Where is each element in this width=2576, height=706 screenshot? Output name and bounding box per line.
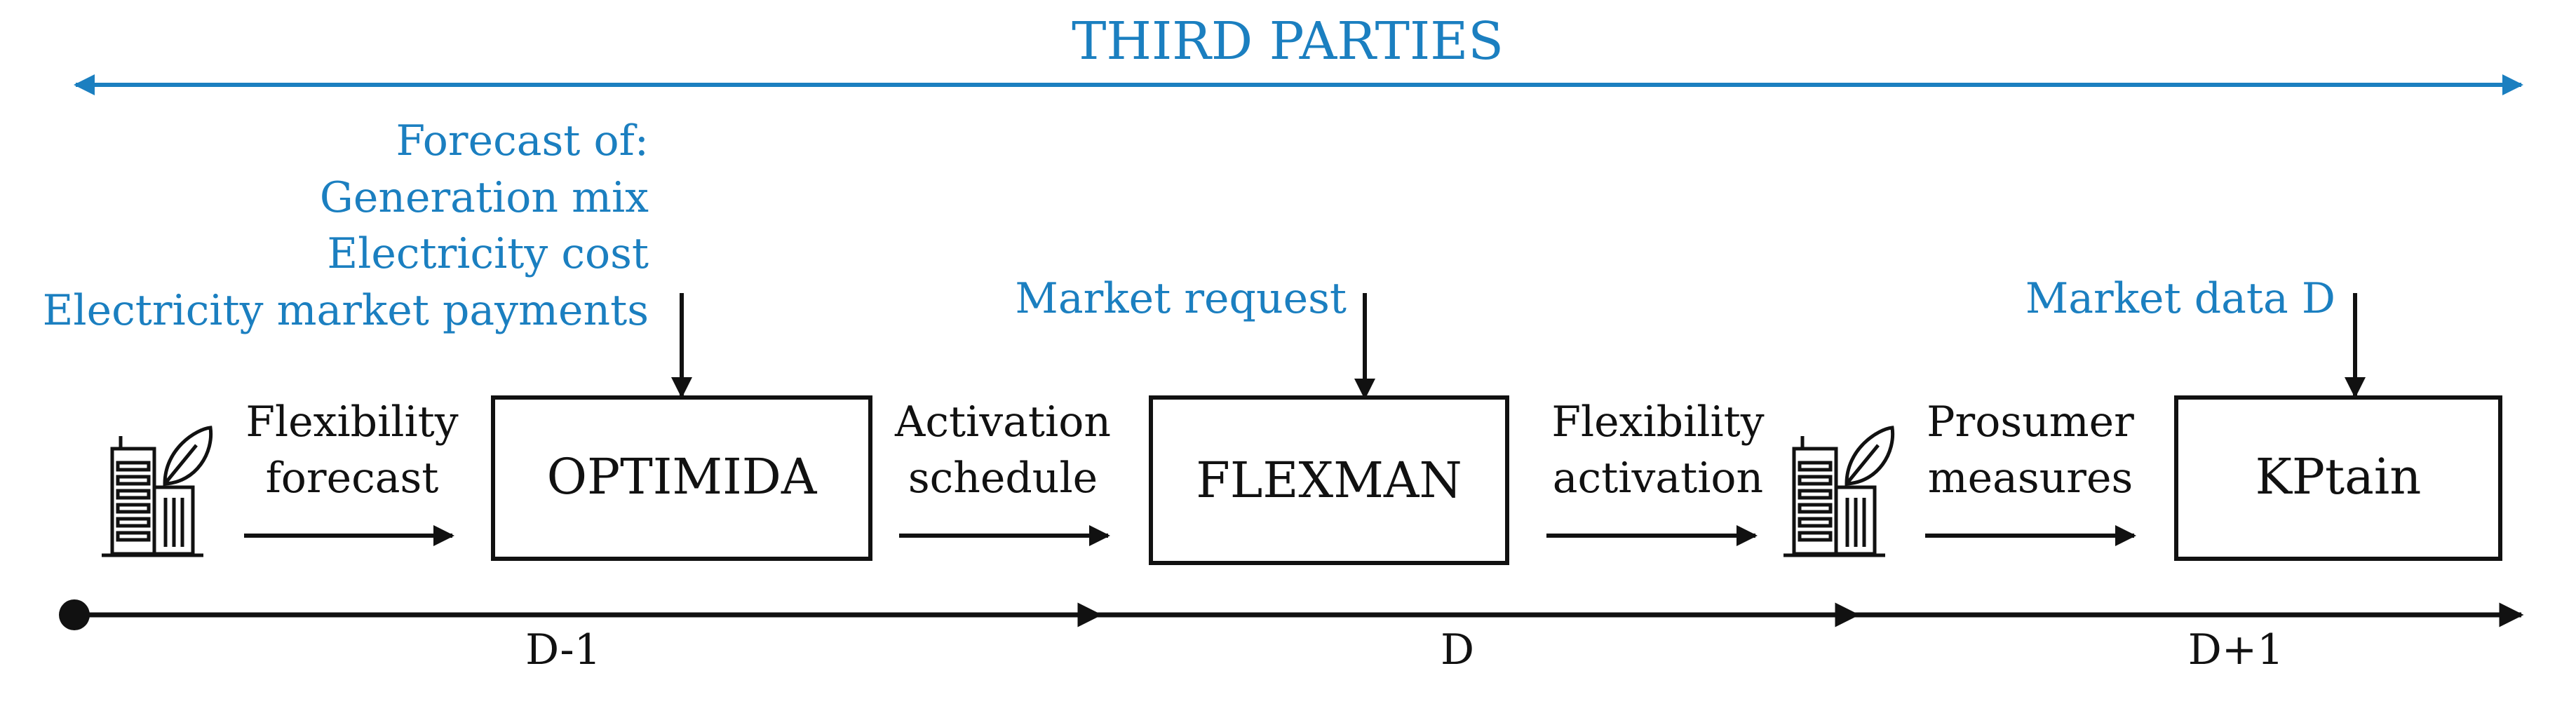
flow-label-prosumer-measures-1: Prosumer (1927, 398, 2134, 447)
flow-label-flexibility-forecast-2: forecast (266, 454, 439, 503)
green-building-icon (102, 426, 213, 557)
forecast-line-3: Electricity cost (327, 229, 649, 278)
optimida-label: OPTIMIDA (547, 448, 818, 505)
market-data-label: Market data D (2025, 274, 2335, 323)
flow-label-prosumer-measures-2: measures (1928, 454, 2133, 503)
third-parties-label: THIRD PARTIES (1072, 11, 1504, 72)
flow-label-activation-schedule-2: schedule (908, 454, 1098, 503)
forecast-line-2: Generation mix (320, 173, 649, 222)
kptain-label: KPtain (2255, 448, 2422, 505)
flow-label-activation-schedule-1: Activation (894, 398, 1111, 447)
green-building-icon (1783, 426, 1895, 557)
kptain-box (2174, 395, 2502, 561)
flow-label-flexibility-activation-2: activation (1553, 454, 1763, 503)
forecast-line-4: Electricity market payments (43, 286, 649, 335)
flexman-label: FLEXMAN (1196, 452, 1462, 509)
optimida-box (491, 395, 872, 561)
market-request-label: Market request (1015, 274, 1347, 323)
flexman-box (1149, 395, 1509, 565)
timeline-label-d-plus-1: D+1 (2188, 625, 2284, 674)
timeline-label-d-minus-1: D-1 (525, 625, 601, 674)
timeline-label-d: D (1441, 625, 1474, 674)
flow-label-flexibility-activation-1: Flexibility (1551, 398, 1764, 447)
forecast-line-1: Forecast of: (396, 116, 649, 165)
flow-label-flexibility-forecast-1: Flexibility (245, 398, 458, 447)
